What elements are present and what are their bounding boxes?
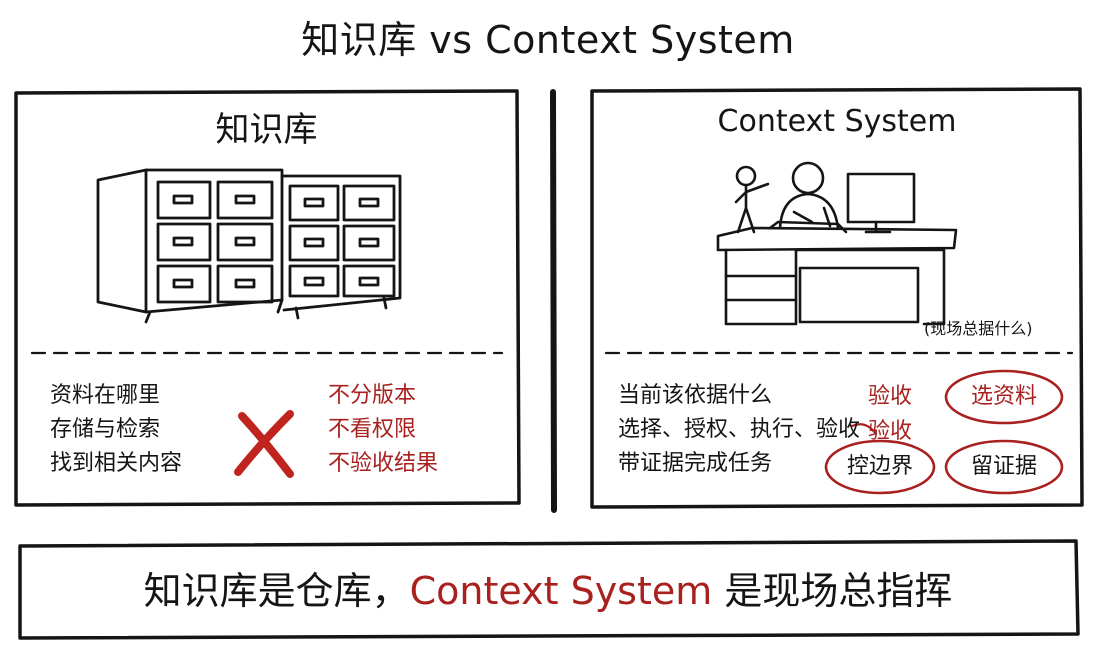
right-overlay-1: 验收	[868, 384, 913, 409]
page-title: 知识库 vs Context System	[301, 18, 795, 62]
right-panel-note: (现场总据什么)	[924, 319, 1033, 338]
right-item-1: 当前该依据什么	[618, 383, 773, 408]
bottom-banner: 知识库是仓库，Context System 是现场总指挥	[20, 546, 1076, 636]
x-mark-icon	[234, 410, 294, 478]
tag-circle-keep-evidence	[944, 439, 1064, 495]
bottom-banner-highlight: Context System	[409, 569, 713, 613]
tag-circle-control-boundary	[824, 439, 936, 495]
tag-control-boundary: 控边界	[846, 454, 913, 479]
left-negation-3: 不验收结果	[328, 451, 439, 476]
left-panel-heading: 知识库	[215, 110, 318, 150]
right-item-2: 选择、授权、执行、验收	[618, 417, 861, 442]
filing-cabinet-icon	[96, 168, 402, 324]
tag-select-materials: 选资料	[970, 384, 1037, 409]
tag-circles	[824, 369, 1064, 495]
right-item-3: 带证据完成任务	[618, 451, 773, 476]
left-item-2: 存储与检索	[50, 417, 161, 442]
bottom-banner-part1: 知识库是仓库，	[143, 569, 410, 613]
left-negation-2: 不看权限	[328, 417, 417, 442]
left-item-3: 找到相关内容	[50, 451, 183, 476]
right-panel-heading: Context System	[717, 104, 957, 139]
person-at-desk-icon	[716, 161, 958, 326]
bottom-banner-part2: 是现场总指挥	[712, 569, 953, 613]
tag-circle-select-materials	[944, 369, 1064, 425]
center-divider	[550, 89, 557, 513]
left-item-1: 资料在哪里	[50, 383, 161, 408]
right-panel-frame	[590, 87, 1084, 509]
strike-mark	[850, 423, 878, 436]
left-panel-frame	[14, 89, 521, 507]
bottom-banner-frame	[18, 539, 1080, 640]
tag-keep-evidence: 留证据	[970, 454, 1037, 479]
right-overlay-2: 验收	[868, 419, 913, 444]
left-negation-1: 不分版本	[328, 383, 417, 408]
